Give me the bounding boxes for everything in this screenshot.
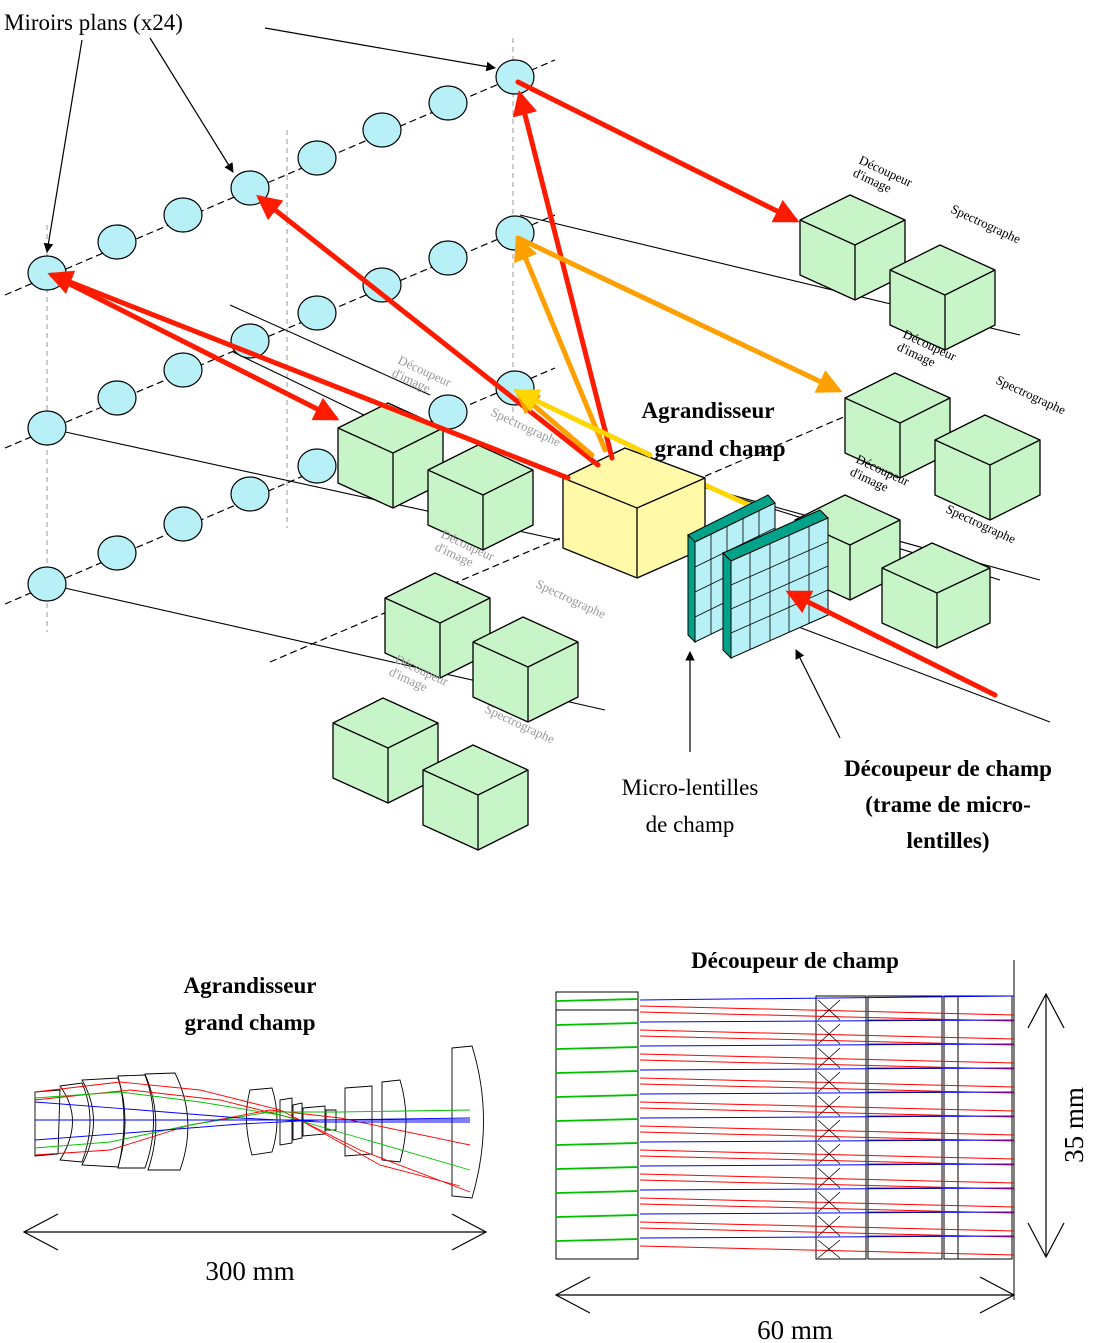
module-slicer xyxy=(844,372,951,479)
mirror xyxy=(27,410,67,446)
dimension-35mm xyxy=(1027,992,1065,1259)
light-rays xyxy=(47,79,998,698)
mirror xyxy=(163,506,203,542)
pointer-arrows xyxy=(43,27,841,752)
ray xyxy=(513,389,653,458)
ray xyxy=(515,79,800,223)
mirrors-label: Miroirs plans (x24) xyxy=(4,10,183,35)
ray xyxy=(514,235,608,453)
ray xyxy=(512,90,615,461)
slicer-microlens-crosses xyxy=(817,999,942,1259)
module-slicer xyxy=(337,402,444,509)
module-slicer xyxy=(384,572,491,679)
ray xyxy=(49,272,340,421)
module-spectrograph xyxy=(934,414,1041,521)
dimension-300mm-label: 300 mm xyxy=(205,1256,294,1286)
isometric-view: Découpeurd'image Spectrographe Découpeur… xyxy=(4,10,1068,853)
module-spectrograph xyxy=(881,542,991,649)
ray xyxy=(515,235,843,393)
slicer-channels-red xyxy=(639,1005,1015,1256)
mirror xyxy=(97,380,137,416)
module-spectrograph xyxy=(472,616,579,723)
module-spectrograph xyxy=(422,744,529,851)
mirror xyxy=(97,535,137,571)
field-slicer-label: Découpeur de champ(trame de micro-lentil… xyxy=(844,756,1052,853)
svg-text:Découpeur de champ: Découpeur de champ xyxy=(691,948,899,973)
ray-trace-blue xyxy=(34,1101,471,1141)
spectrograph-label: Spectrographe xyxy=(994,372,1069,417)
slicer-channels-blue xyxy=(639,995,1015,1239)
field-slicer-trace: Découpeur de champ xyxy=(554,948,1089,1343)
mirror xyxy=(362,112,402,148)
module-slicer xyxy=(332,697,439,804)
module-slicer xyxy=(799,194,906,301)
input-ray xyxy=(785,590,998,698)
dimension-300mm xyxy=(22,1213,488,1251)
dimension-60mm xyxy=(554,1276,1016,1314)
modules xyxy=(332,194,1041,851)
dimension-35mm-label: 35 mm xyxy=(1059,1087,1089,1163)
mirror xyxy=(163,352,203,388)
mirror xyxy=(362,267,402,303)
dimension-60mm-label: 60 mm xyxy=(757,1315,833,1343)
spectrograph-label: Spectrographe xyxy=(949,201,1024,246)
mirror xyxy=(27,255,67,291)
ray-trace-green xyxy=(34,1091,471,1171)
enlarger-cube xyxy=(562,447,706,579)
mirror xyxy=(97,224,137,260)
slicer-label: Découpeurd'image xyxy=(851,152,916,203)
mirror xyxy=(297,295,337,331)
slicer-channels-green xyxy=(555,998,639,1242)
module-spectrograph xyxy=(889,244,996,351)
ray xyxy=(47,270,571,481)
mirror xyxy=(230,476,270,512)
mirror xyxy=(297,448,337,484)
ray xyxy=(256,194,601,468)
spectrograph-label: Spectrographe xyxy=(534,576,609,621)
mirror xyxy=(27,566,67,602)
mirror xyxy=(428,85,468,121)
mirror xyxy=(428,240,468,276)
field-slicer-lenslet-array xyxy=(722,509,829,660)
mirror xyxy=(297,140,337,176)
mirror xyxy=(163,197,203,233)
